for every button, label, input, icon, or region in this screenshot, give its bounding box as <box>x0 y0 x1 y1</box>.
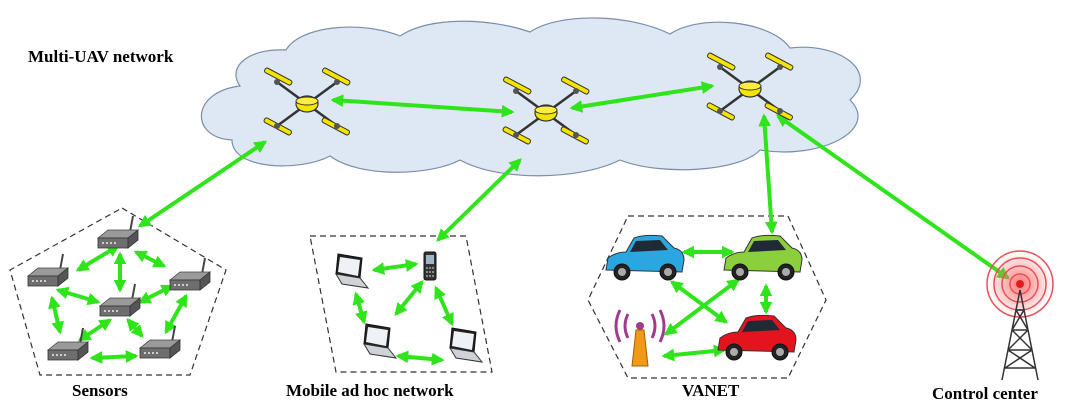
sensor-router-icon <box>169 257 211 291</box>
manet-boundary <box>309 235 493 373</box>
sensors-boundary <box>9 207 227 376</box>
control-tower-icon <box>986 250 1054 381</box>
vanet-label: VANET <box>682 381 740 400</box>
link-uav3-vanet <box>758 113 778 235</box>
uav-cloud <box>200 17 861 177</box>
control-center-label: Control center <box>932 384 1038 403</box>
manet-label: Mobile ad hoc network <box>286 381 454 400</box>
sensor-router-icon <box>97 215 139 249</box>
link-uav2-manet <box>436 158 522 242</box>
uav-network-label: Multi-UAV network <box>28 47 174 66</box>
laptop-icon <box>449 327 483 363</box>
car-red-icon <box>717 314 797 361</box>
link-uav3-control <box>775 114 1011 280</box>
car-green-icon <box>723 234 803 281</box>
sensor-router-icon <box>47 327 89 361</box>
link-uav1-sensors <box>137 140 268 228</box>
car-blue-icon <box>605 234 685 281</box>
roadside-antenna-icon <box>614 309 666 367</box>
laptop-icon <box>363 323 397 359</box>
link-layer <box>48 81 1011 366</box>
sensor-router-icon <box>139 325 181 359</box>
mobile-phone-icon <box>423 251 437 281</box>
link-uav1-uav2 <box>330 94 515 118</box>
sensors-label: Sensors <box>72 381 128 400</box>
laptop-icon <box>335 253 369 289</box>
sensor-router-icon <box>27 253 69 287</box>
link-uav2-uav3 <box>569 81 715 113</box>
